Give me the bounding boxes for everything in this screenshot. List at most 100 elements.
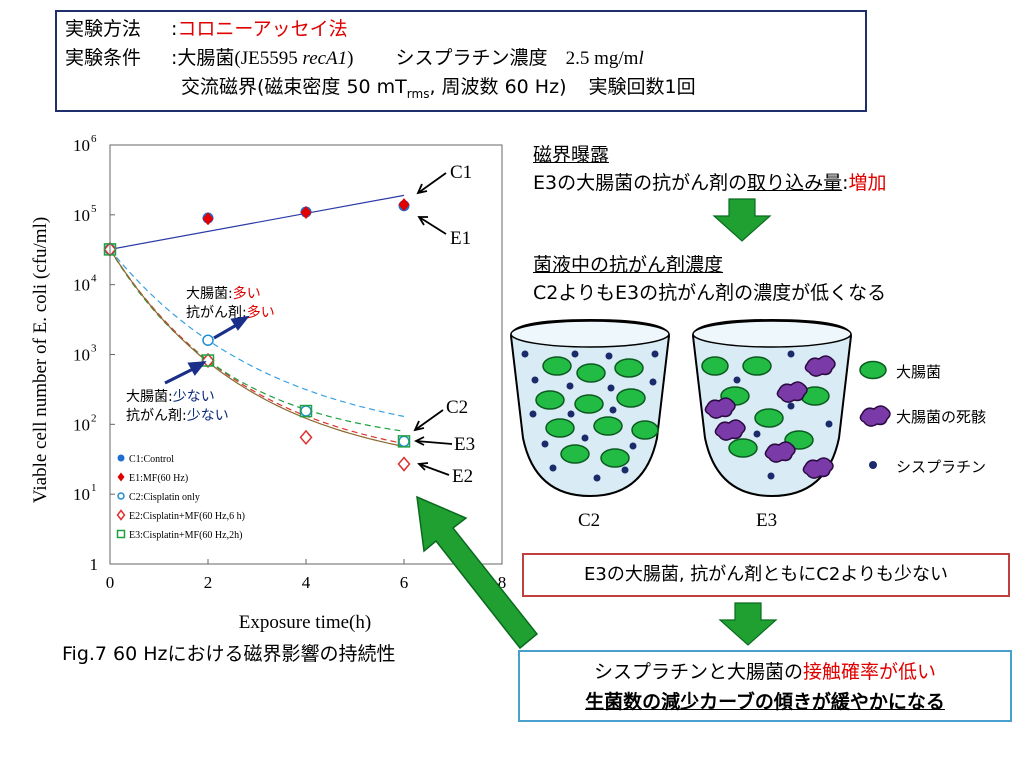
legend-entry: E3:Cisplatin+MF(60 Hz,2h) xyxy=(129,530,242,541)
data-points xyxy=(103,198,411,472)
beaker-legend-icons xyxy=(859,360,891,469)
exposure-line-result: 増加 xyxy=(848,172,887,194)
down-arrow-1-shape xyxy=(712,198,772,242)
strain-gene: recA1 xyxy=(302,48,348,69)
arrow-e1 xyxy=(418,216,447,235)
x-tick-label: 6 xyxy=(400,573,409,592)
big-green-arrow xyxy=(416,495,539,650)
y-tick-exponent: 2 xyxy=(91,412,97,424)
legend-entry: E1:MF(60 Hz) xyxy=(129,473,188,484)
bacterium xyxy=(728,438,758,458)
bacterium xyxy=(631,420,659,440)
curve-label-arrows xyxy=(413,172,453,476)
legend-marker xyxy=(117,492,125,500)
method-row: 実験方法:コロニーアッセイ法 xyxy=(65,15,348,44)
legend-bacteria-label: 大腸菌 xyxy=(896,363,942,381)
beaker-e3-bacteria xyxy=(701,356,830,458)
x-tick-label: 8 xyxy=(498,573,507,592)
cisplatin-unit-l: l xyxy=(638,48,644,69)
x-tick-label: 0 xyxy=(106,573,115,592)
trials-text: 実験回数1回 xyxy=(588,76,696,98)
field-prefix: 交流磁界(磁束密度 50 mT xyxy=(181,76,407,98)
arrow-c2 xyxy=(414,409,444,431)
legend-marker xyxy=(116,529,126,539)
data-point-e3 xyxy=(201,354,215,367)
bacterium xyxy=(754,408,784,428)
annot-upper-drug: 抗がん剤:多い xyxy=(186,304,275,321)
bacteria-name: 大腸菌 xyxy=(177,47,235,69)
annot-arrowhead-lower xyxy=(187,361,207,376)
x-tick-label: 4 xyxy=(302,573,311,592)
x-axis-label: Exposure time(h) xyxy=(239,612,371,633)
arrow-e2 xyxy=(418,463,450,476)
label-e1: E1 xyxy=(450,228,471,249)
exposure-title: 磁界曝露 xyxy=(533,144,610,166)
beaker-e3 xyxy=(691,318,853,498)
y-tick-label: 10 xyxy=(73,276,90,295)
down-arrow-2-shape xyxy=(718,602,778,646)
bacterium xyxy=(614,358,644,378)
beaker-c2-drug xyxy=(521,350,659,482)
arrowhead-c2 xyxy=(413,420,425,432)
legend-entry: E2:Cisplatin+MF(60 Hz,6 h) xyxy=(129,511,245,522)
bacterium xyxy=(560,444,590,464)
annot-lower-drug: 抗がん剤:少ない xyxy=(126,408,229,424)
bacterium xyxy=(593,416,623,436)
annotation-arrows xyxy=(164,315,250,385)
beaker-c2-bacteria xyxy=(535,356,659,468)
beakers-diagram xyxy=(509,318,853,498)
data-point-c2 xyxy=(202,334,214,346)
legend-marker xyxy=(117,454,125,462)
y-tick-label: 10 xyxy=(73,415,90,434)
exposure-line-underlined: 取り込み量 xyxy=(747,172,843,194)
legend-entry: C1:Control xyxy=(129,454,174,465)
exposure-line-prefix: E3の大腸菌の抗がん剤の xyxy=(533,172,748,194)
legend-entry: C2:Cisplatin only xyxy=(129,492,200,503)
strain-suffix: ) xyxy=(347,48,354,69)
conditions-label: 実験条件 xyxy=(65,47,142,69)
data-point-e2 xyxy=(299,429,313,446)
arrow-e3 xyxy=(415,440,453,445)
data-point-c2 xyxy=(300,405,312,417)
beaker-c2-rim xyxy=(510,320,670,348)
data-point-e1 xyxy=(202,212,214,226)
conclusion-line-1-prefix: シスプラチンと大腸菌の xyxy=(593,661,803,683)
dead-bacterium xyxy=(776,381,808,403)
conclusion-line-1-highlight: 接触確率が低い xyxy=(803,661,937,683)
beaker-e3-label: E3 xyxy=(756,510,778,531)
legend-marker xyxy=(117,472,125,482)
conclusion-line-2: 生菌数の減少カーブの傾きが緩やかになる xyxy=(585,691,945,713)
y-tick-label: 10 xyxy=(73,346,90,365)
method-label: 実験方法 xyxy=(65,18,142,40)
conclusion-box-red: E3の大腸菌, 抗がん剤ともにC2よりも少ない xyxy=(522,553,1010,597)
conditions-row: 実験条件:大腸菌(JE5595 recA1) シスプラチン濃度 2.5 mg/m… xyxy=(65,44,644,73)
label-e3: E3 xyxy=(454,434,475,455)
data-point-c2 xyxy=(398,435,410,448)
conclusion-box-blue: シスプラチンと大腸菌の接触確率が低い 生菌数の減少カーブの傾きが緩やかになる xyxy=(518,650,1012,722)
fit-curves xyxy=(109,194,405,448)
legend-marker xyxy=(116,509,126,521)
y-tick-label: 10 xyxy=(73,136,90,155)
arrowhead-c1 xyxy=(416,183,428,195)
fit-line-c1 xyxy=(109,194,405,250)
beaker-e3-rim xyxy=(692,320,852,348)
label-c1: C1 xyxy=(450,162,472,183)
arrowhead-e3 xyxy=(413,436,425,446)
data-point-e2 xyxy=(201,352,215,369)
bacterium xyxy=(701,356,729,376)
legend-drug-label: シスプラチン xyxy=(896,458,987,476)
arrowhead-e1 xyxy=(417,216,428,226)
bacterium xyxy=(574,394,604,414)
data-point-e1 xyxy=(300,205,312,219)
concentration-title: 菌液中の抗がん剤濃度 xyxy=(533,254,724,276)
data-point-e1 xyxy=(398,198,410,212)
data-point-e2 xyxy=(397,456,411,472)
annot-upper-bacteria: 大腸菌:多い xyxy=(186,285,261,302)
y-axis-label: Viable cell number of E. coli (cfu/ml) xyxy=(30,217,51,503)
exposure-line-colon: : xyxy=(842,172,849,194)
legend-drug-icon xyxy=(869,461,877,469)
fit-curve-c2 xyxy=(109,249,405,417)
